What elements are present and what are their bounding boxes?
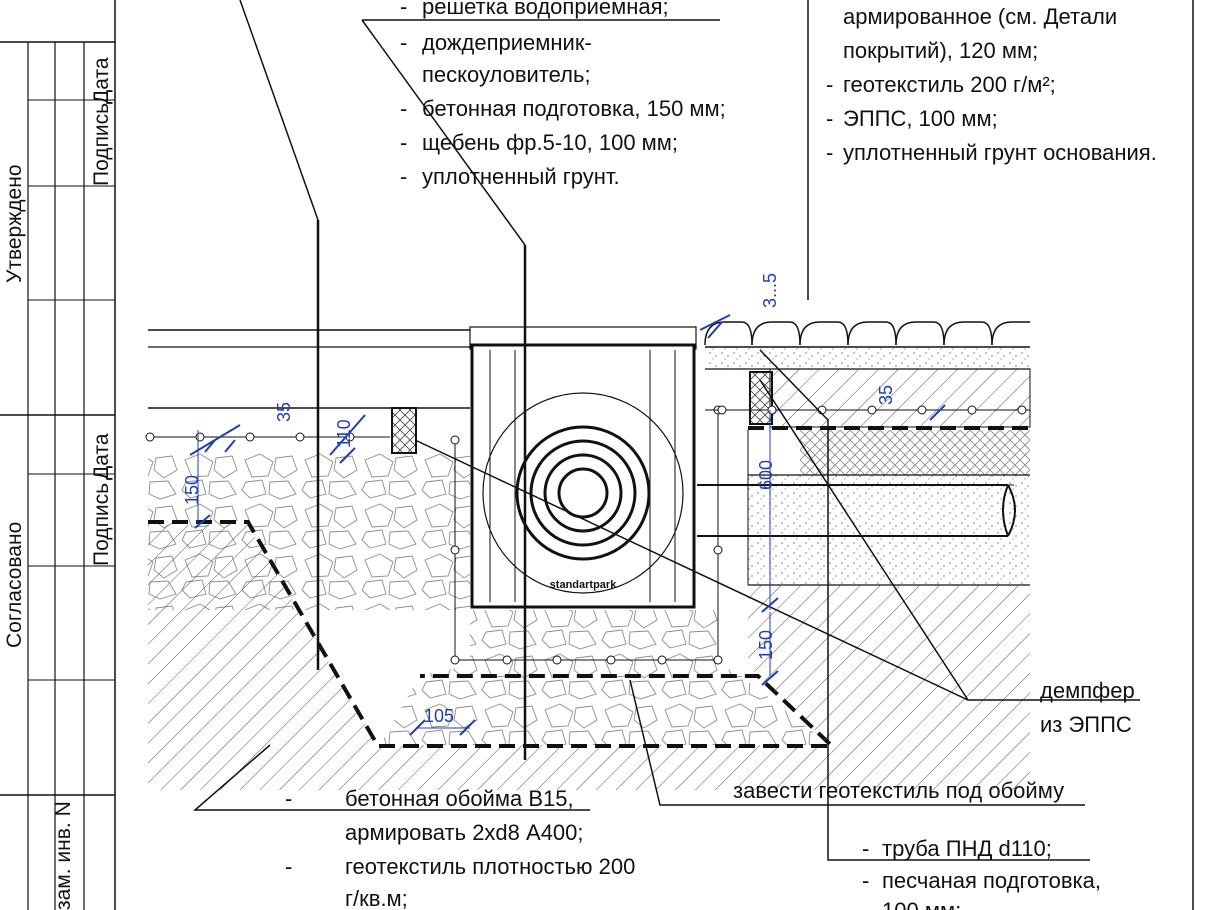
callout-geotextile: завести геотекстиль под обойму — [733, 778, 1064, 803]
side-stamp: Утверждено Согласовано Подпись Дата Подп… — [0, 0, 116, 910]
note-line: геотекстиль плотностью 200 — [345, 854, 635, 879]
stamp-date-bottom: Дата — [90, 433, 113, 480]
note-line: - — [400, 0, 407, 19]
dimension-values: 35 110 150 3...5 35 600 150 105 — [182, 273, 896, 726]
note-line: труба ПНД d110; — [882, 836, 1052, 861]
stamp-approved: Утверждено — [3, 165, 26, 284]
stamp-inv-number: зам. инв. N — [52, 801, 75, 910]
note-line: уплотненный грунт основания. — [843, 140, 1157, 165]
stamp-date-top: Дата — [90, 57, 113, 104]
notes-top-right: армированное (см. Детали покрытий), 120 … — [826, 4, 1157, 165]
note-line: геотекстиль 200 г/м²; — [843, 72, 1056, 97]
manufacturer-logo: standartpark — [550, 579, 618, 591]
dim-150-left: 150 — [182, 475, 202, 505]
note-line: - — [826, 140, 833, 165]
note-line: - — [285, 854, 292, 879]
note-line: армировать 2хd8 А400; — [345, 820, 584, 845]
note-line: - — [400, 96, 407, 121]
notes-top-left: - решетка водоприемная; - дождеприемник-… — [400, 0, 726, 189]
note-line: - — [400, 30, 407, 55]
note-line: - — [826, 106, 833, 131]
note-line: - — [400, 130, 407, 155]
note-line: - — [400, 164, 407, 189]
note-line: - — [826, 72, 833, 97]
note-line: ЭППС, 100 мм; — [843, 106, 998, 131]
note-line: пескоуловитель; — [422, 62, 591, 87]
note-line: покрытий), 120 мм; — [843, 38, 1038, 63]
note-line: 100 мм; — [882, 898, 961, 910]
note-line: - — [862, 868, 869, 893]
note-line: щебень фр.5-10, 100 мм; — [422, 130, 678, 155]
callout-damper-line-2: из ЭППС — [1040, 712, 1132, 737]
note-line: г/кв.м; — [345, 886, 408, 910]
note-line: бетонная обойма В15, — [345, 786, 574, 811]
rain-inlet-body: standartpark — [469, 326, 697, 609]
note-line: дождеприемник- — [422, 30, 592, 55]
note-line: армированное (см. Детали — [843, 4, 1117, 29]
note-line: - — [285, 786, 292, 811]
dim-150-right: 150 — [756, 630, 776, 660]
note-line: бетонная подготовка, 150 мм; — [422, 96, 726, 121]
notes-bottom-right: - труба ПНД d110; - песчаная подготовка,… — [862, 836, 1101, 910]
note-line: уплотненный грунт. — [422, 164, 620, 189]
notes-bottom-left: - бетонная обойма В15, армировать 2хd8 А… — [285, 786, 635, 910]
dim-110: 110 — [334, 419, 354, 448]
callout-damper: демпфер из ЭППС — [1040, 678, 1135, 737]
stamp-agreed: Согласовано — [3, 522, 26, 648]
note-line: песчаная подготовка, — [882, 868, 1101, 893]
stamp-signature-top: Подпись — [90, 103, 113, 186]
note-line: решетка водоприемная; — [422, 0, 669, 19]
callout-damper-line-1: демпфер — [1040, 678, 1135, 703]
dim-600: 600 — [756, 460, 776, 490]
dim-35-left: 35 — [274, 402, 294, 422]
note-line: - — [862, 836, 869, 861]
dim-3-5: 3...5 — [760, 273, 780, 308]
leader-lines — [192, 0, 1140, 861]
stamp-signature-bottom: Подпись — [90, 483, 113, 566]
dim-35-right: 35 — [876, 385, 896, 405]
right-section-layers — [697, 321, 1031, 790]
dimension-annotations — [189, 314, 946, 736]
dim-105: 105 — [424, 706, 454, 726]
